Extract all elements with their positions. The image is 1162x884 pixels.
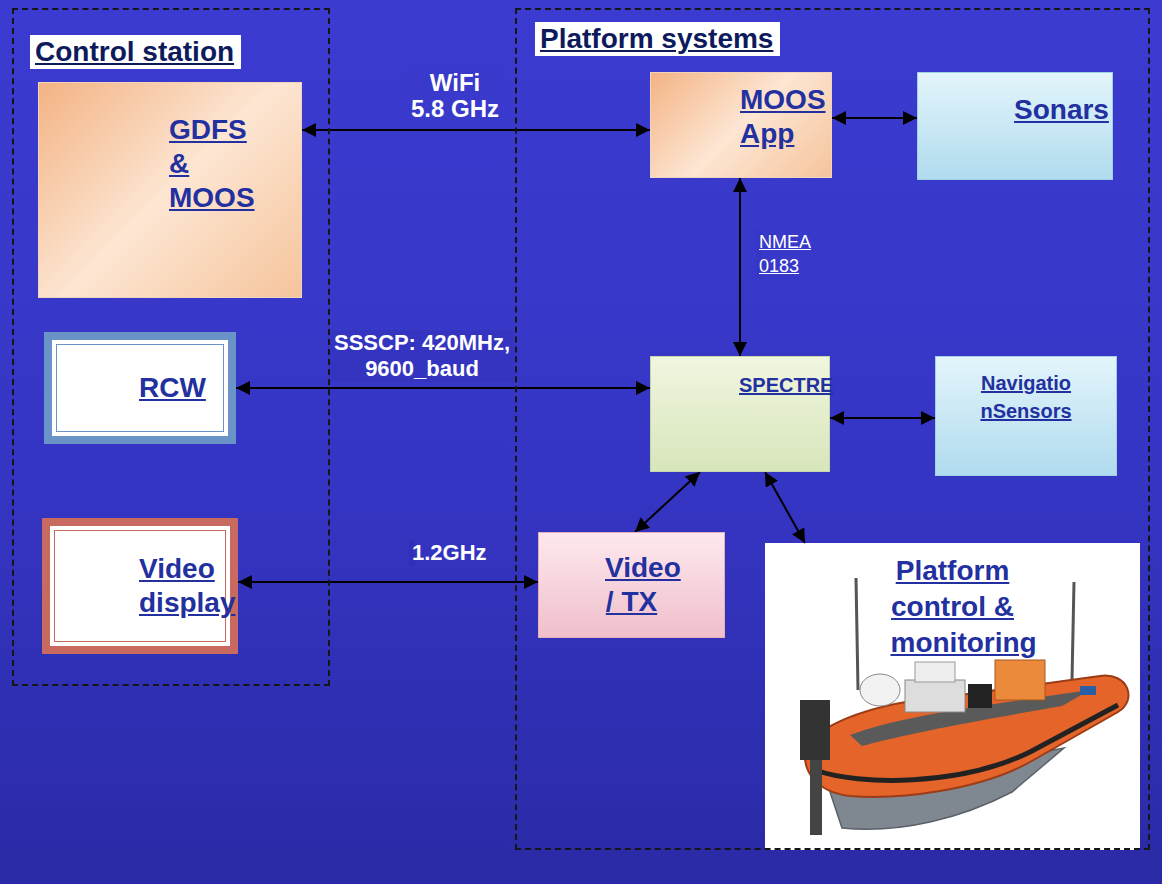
outboard-engine	[800, 700, 830, 760]
box-label: NavigationSensors	[980, 369, 1073, 425]
box-label: Platform control & monitoring	[891, 553, 1015, 661]
window-box: RCW	[44, 332, 236, 444]
box-label: GDFS & MOOS	[169, 113, 171, 215]
seat	[968, 684, 992, 708]
edge-label: NMEA 0183	[756, 230, 762, 278]
transmitter-box: Video / TX	[538, 532, 725, 638]
antenna	[1072, 582, 1074, 680]
connector	[765, 472, 805, 543]
process-box: SPECTRE	[650, 356, 830, 472]
console	[905, 680, 965, 712]
sensor-box: Sonars	[917, 72, 1113, 180]
connector	[635, 472, 700, 532]
region-heading: Platform systems	[535, 22, 780, 56]
box-label: Video / TX	[605, 551, 658, 619]
region-frame: Platform systemsMOOS App SonarsSPECTRE Nav…	[515, 8, 1150, 850]
tube-tag	[1080, 686, 1096, 695]
connector	[739, 178, 741, 356]
process-box: MOOS App	[650, 72, 832, 178]
edge-label: 1.2GHz	[409, 540, 415, 566]
box-label: SPECTRE	[739, 371, 741, 399]
photo-panel	[765, 543, 1140, 850]
box-label: Sonars	[1014, 93, 1016, 127]
connector	[830, 417, 935, 419]
display-box: Video display	[42, 518, 238, 654]
engine-leg	[810, 760, 822, 835]
connector	[238, 581, 538, 583]
console-screen	[915, 662, 955, 682]
process-box: GDFS & MOOS	[38, 82, 302, 298]
inflatable-tube	[805, 676, 1128, 797]
box-label: MOOS App	[740, 83, 742, 151]
rub-strake	[815, 705, 1118, 780]
sensor-box: NavigationSensors	[935, 356, 1117, 476]
connector	[302, 129, 650, 131]
connector	[236, 387, 650, 389]
box-label: Video display	[139, 552, 141, 620]
edge-label: SSSCP: 420MHz, 9600_baud	[330, 330, 514, 382]
engine-cover	[860, 674, 900, 706]
connector	[832, 117, 917, 119]
region-heading: Control station	[30, 35, 241, 69]
platform-panel: Platform control & monitoring	[765, 543, 1140, 850]
equipment-box	[995, 660, 1045, 700]
antenna	[856, 578, 858, 690]
edge-label: WiFi 5.8 GHz	[407, 70, 503, 122]
box-label: RCW	[139, 371, 141, 405]
region-frame: Control stationGDFS & MOOS RCW Video displ…	[12, 8, 330, 686]
